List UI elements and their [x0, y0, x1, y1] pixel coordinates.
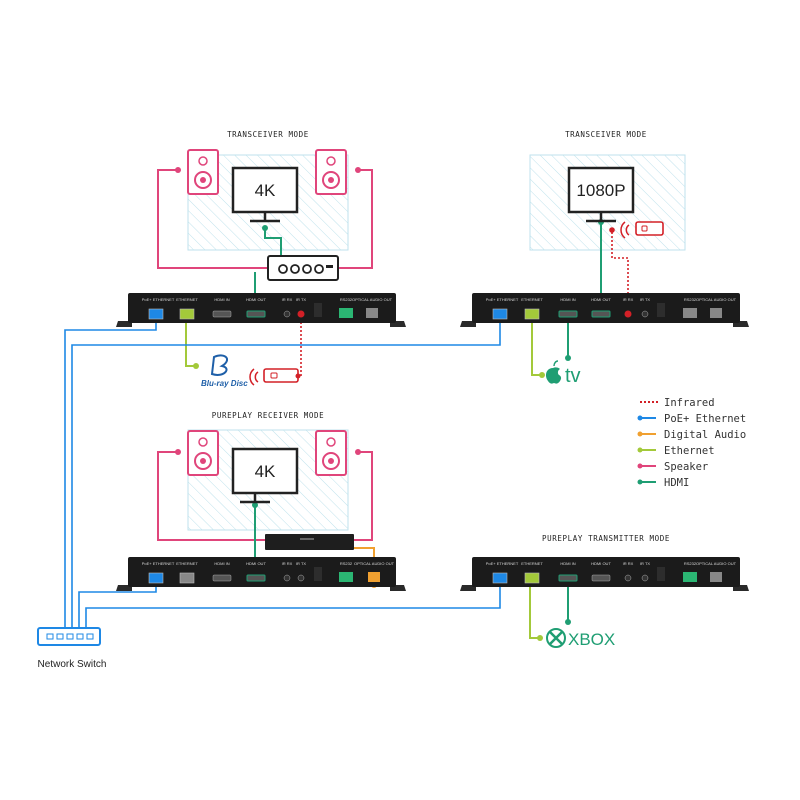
ir-remote-icon: [609, 221, 664, 239]
legend-item: HDMI: [637, 477, 689, 489]
svg-text:HDMI OUT: HDMI OUT: [591, 297, 611, 302]
svg-text:HDMI IN: HDMI IN: [560, 561, 575, 566]
bluray-label: Blu-ray Disc: [201, 379, 248, 388]
svg-text:RS232: RS232: [340, 561, 353, 566]
legend-item: Infrared: [640, 397, 715, 409]
speaker-cables: [157, 169, 373, 541]
apple-tv-label: tv: [565, 365, 581, 387]
svg-text:PoE+ Ethernet: PoE+ Ethernet: [664, 413, 746, 425]
svg-text:ETHERNET: ETHERNET: [176, 561, 198, 566]
svg-text:ETHERNET: ETHERNET: [521, 297, 543, 302]
svg-text:HDMI IN: HDMI IN: [560, 297, 575, 302]
svg-text:HDMI IN: HDMI IN: [214, 561, 229, 566]
svg-text:IR TX: IR TX: [296, 297, 306, 302]
svg-text:ETHERNET: ETHERNET: [176, 297, 198, 302]
svg-text:OPTICAL AUDIO OUT: OPTICAL AUDIO OUT: [352, 297, 393, 302]
svg-text:IR RX: IR RX: [282, 561, 293, 566]
svg-text:PoE+ ETHERNET: PoE+ ETHERNET: [142, 561, 175, 566]
svg-text:PoE+ ETHERNET: PoE+ ETHERNET: [486, 297, 519, 302]
audio-extractor-box: [265, 534, 354, 550]
svg-text:IR RX: IR RX: [623, 297, 634, 302]
extender-unit-4: PoE+ ETHERNET ETHERNET HDMI IN HDMI OUT …: [460, 557, 749, 591]
svg-text:OPTICAL AUDIO OUT: OPTICAL AUDIO OUT: [696, 297, 737, 302]
mode-label-transceiver-1: TRANSCEIVER MODE: [227, 130, 309, 139]
speaker-icon: [315, 430, 347, 476]
svg-text:RS232: RS232: [684, 561, 697, 566]
svg-text:RS232: RS232: [340, 297, 353, 302]
legend: Infrared PoE+ Ethernet Digital Audio Eth…: [637, 397, 746, 489]
svg-text:HDMI OUT: HDMI OUT: [246, 297, 266, 302]
speaker-icon: [187, 430, 219, 476]
svg-text:OPTICAL AUDIO OUT: OPTICAL AUDIO OUT: [354, 561, 395, 566]
svg-text:ETHERNET: ETHERNET: [521, 561, 543, 566]
xbox-label: XBOX: [568, 630, 615, 649]
display-resolution: 1080P: [576, 181, 625, 200]
display-resolution: 4K: [255, 462, 276, 481]
svg-text:IR RX: IR RX: [623, 561, 634, 566]
svg-text:PoE+ ETHERNET: PoE+ ETHERNET: [142, 297, 175, 302]
extender-unit-1: PoE+ ETHERNET ETHERNET HDMI IN HDMI OUT …: [116, 293, 406, 327]
svg-text:IR TX: IR TX: [296, 561, 306, 566]
svg-text:OPTICAL AUDIO OUT: OPTICAL AUDIO OUT: [696, 561, 737, 566]
legend-item: Ethernet: [637, 445, 715, 457]
svg-text:IR RX: IR RX: [282, 297, 293, 302]
display-monitor-4k: 4K: [231, 166, 299, 223]
svg-text:HDMI: HDMI: [664, 477, 689, 489]
display-resolution: 4K: [255, 181, 276, 200]
speaker-icon: [187, 149, 219, 195]
legend-item: PoE+ Ethernet: [637, 413, 746, 425]
av-receiver-icon: [267, 255, 339, 281]
svg-text:IR TX: IR TX: [640, 561, 650, 566]
display-monitor-4k: 4K: [231, 447, 299, 504]
svg-text:HDMI OUT: HDMI OUT: [591, 561, 611, 566]
svg-text:PoE+ ETHERNET: PoE+ ETHERNET: [486, 561, 519, 566]
extender-unit-2: PoE+ ETHERNET ETHERNET HDMI IN HDMI OUT …: [460, 293, 749, 327]
svg-text:Ethernet: Ethernet: [664, 445, 715, 457]
ethernet-cables: [185, 318, 542, 639]
svg-text:Speaker: Speaker: [664, 461, 708, 473]
legend-item: Digital Audio: [637, 429, 746, 441]
display-monitor-1080p: 1080P: [567, 166, 635, 223]
mode-label-transceiver-2: TRANSCEIVER MODE: [565, 130, 647, 139]
legend-item: Speaker: [637, 461, 708, 473]
mode-label-pureplay-receiver: PUREPLAY RECEIVER MODE: [212, 411, 325, 420]
xbox-logo: XBOX: [546, 628, 615, 649]
svg-text:IR TX: IR TX: [640, 297, 650, 302]
poe-ethernet-cables: [64, 318, 501, 632]
network-switch-label: Network Switch: [38, 659, 107, 670]
mode-label-pureplay-transmitter: PUREPLAY TRANSMITTER MODE: [542, 534, 670, 543]
svg-text:HDMI IN: HDMI IN: [214, 297, 229, 302]
network-switch-icon: [37, 627, 101, 646]
svg-text:Infrared: Infrared: [664, 397, 715, 409]
apple-tv-logo: tv: [545, 360, 581, 387]
svg-text:Digital Audio: Digital Audio: [664, 429, 746, 441]
svg-text:HDMI OUT: HDMI OUT: [246, 561, 266, 566]
ir-remote-icon: [249, 368, 301, 386]
speaker-icon: [315, 149, 347, 195]
bluray-logo: Blu-ray Disc: [201, 354, 248, 388]
extender-unit-3: PoE+ ETHERNET ETHERNET HDMI IN HDMI OUT …: [116, 557, 406, 591]
svg-text:RS232: RS232: [684, 297, 697, 302]
